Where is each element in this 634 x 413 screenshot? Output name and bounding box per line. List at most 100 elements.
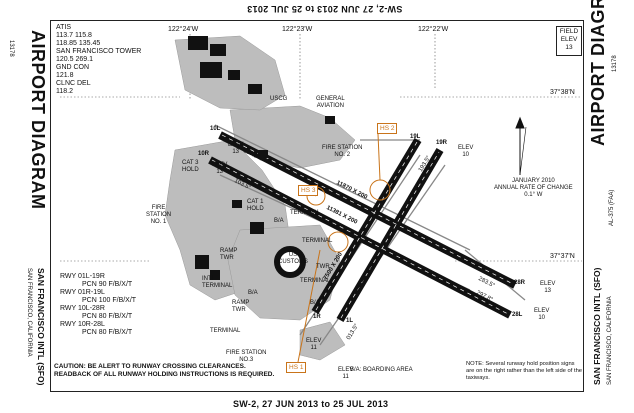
elev-b-label: ELEV: [458, 145, 474, 151]
label-ramp-twr-2: RAMP TWR: [232, 300, 249, 314]
lon-3: 122°22'W: [418, 26, 449, 33]
note-block: NOTE: Several runway hold position signs…: [466, 361, 583, 381]
tower-label: SAN FRANCISCO TOWER: [56, 48, 142, 55]
bottom-caption: SW-2, 27 JUN 2013 to 25 JUL 2013: [233, 399, 389, 409]
building-5: [248, 84, 262, 94]
label-twr: TWR: [316, 264, 330, 270]
elev-f-value: 13: [544, 288, 552, 294]
fire-station-1-line1: FIRE: [151, 205, 166, 211]
label-ba-2: B/A: [248, 290, 258, 296]
intl-terminal-line2: TERMINAL: [202, 283, 233, 289]
label-cat1-hold: CAT 1 HOLD: [247, 199, 264, 213]
runway-info-block: RWY 01L-19R PCN 90 F/B/X/T RWY 01R-19L P…: [60, 273, 136, 337]
magvar-line1: JANUARY 2010: [511, 178, 555, 184]
rwy-label-28l: 28L: [512, 312, 523, 318]
fire-station-3-line2: NO.3: [239, 357, 254, 363]
hs1-circle: [327, 231, 349, 253]
field-elev-line2: ELEV: [560, 36, 578, 43]
ramp-twr-2-line2: TWR: [232, 307, 246, 313]
label-ba-legend: B/A: BOARDING AREA: [350, 367, 413, 373]
lat-2: 37°37'N: [550, 253, 575, 260]
building-11: [258, 150, 268, 158]
elev-e-label: ELEV: [338, 367, 354, 373]
elev-c-value: 13: [216, 169, 224, 175]
rwy-label-19l: 19L: [410, 134, 421, 140]
cat3-line1: CAT 3: [182, 160, 199, 166]
general-aviation-line1: GENERAL: [316, 96, 345, 102]
hot-spot-hs1: HS 1: [286, 362, 307, 373]
general-aviation-line2: AVIATION: [316, 103, 344, 109]
pcn-info-2: PCN 100 F/B/X/T: [82, 297, 137, 304]
clnc-label: CLNC DEL: [56, 80, 91, 87]
rwy-label-19r: 19R: [436, 140, 448, 146]
label-intl-terminal: INTL TERMINAL: [202, 276, 232, 290]
rwy-label-10r: 10R: [198, 151, 210, 157]
cat1-line2: HOLD: [247, 206, 264, 212]
building-6: [325, 116, 335, 124]
label-ba-3: B/A: [310, 300, 320, 306]
buildings: [188, 36, 335, 280]
label-us-customs: US CUSTOMS: [278, 252, 308, 266]
pcn-info-3: PCN 80 F/B/X/T: [82, 313, 133, 320]
fire-station-1-line3: NO. 1: [150, 219, 167, 225]
rwy-label-28r: 28R: [514, 280, 526, 286]
building-9: [250, 222, 264, 234]
runway-centerlines: [211, 134, 514, 319]
taxiway-a: [214, 124, 471, 251]
building-2: [210, 44, 226, 56]
hs2-leader: [377, 133, 381, 181]
atis-freq-1: 113.7 115.8: [56, 32, 92, 39]
field-elevation-box: FIELD ELEV 13: [556, 26, 582, 56]
building-7: [195, 255, 209, 269]
building-3: [200, 62, 222, 78]
atis-label: ATIS: [56, 24, 72, 31]
building-1: [188, 36, 208, 50]
caution-line1: CAUTION: BE ALERT TO RUNWAY CROSSING CLE…: [54, 363, 246, 370]
pcn-info-4: PCN 80 F/B/X/T: [82, 329, 133, 336]
building-4: [228, 70, 240, 80]
freq-block: ATIS 113.7 115.8 118.85 135.45 SAN FRANC…: [56, 24, 141, 96]
fire-station-3-line1: FIRE STATION: [226, 350, 267, 356]
label-cat3-hold: CAT 3 HOLD: [182, 160, 199, 174]
tower-freq: 120.5 269.1: [56, 56, 93, 63]
magvar-line3: 0.1° W: [524, 192, 543, 198]
label-uscg: USCG: [270, 96, 288, 102]
gnd-label: GND CON: [56, 64, 90, 71]
lat-1: 37°38'N: [550, 89, 575, 96]
rwy-label-1l: 1L: [346, 318, 354, 324]
caution-line2: READBACK OF ALL RUNWAY HOLDING INSTRUCTI…: [54, 371, 275, 378]
elev-a-value: 13: [232, 149, 240, 155]
building-8: [210, 270, 220, 280]
cat1-line1: CAT 1: [247, 199, 264, 205]
label-terminal-3: TERMINAL: [300, 278, 331, 284]
rwy-label-10l: 10L: [210, 126, 221, 132]
elev-e-value: 11: [342, 374, 349, 380]
elev-d-label: ELEV: [306, 338, 322, 344]
building-10: [232, 200, 242, 208]
atis-freq-2: 118.85 135.45: [56, 40, 101, 47]
cat3-line2: HOLD: [182, 167, 199, 173]
north-arrow: [515, 116, 527, 176]
ramp-twr-2-line1: RAMP: [232, 300, 250, 306]
lon-1: 122°24'W: [168, 26, 199, 33]
rwy-info-4: RWY 10R-28L: [60, 321, 105, 328]
us-customs-line2: CUSTOMS: [278, 259, 308, 265]
hot-spot-circles: [297, 133, 391, 363]
rwy-info-3: RWY 10L-28R: [60, 305, 105, 312]
rwy-info-2: RWY 01R-19L: [60, 289, 105, 296]
elev-d-value: 11: [310, 345, 317, 351]
field-elev-value: 13: [565, 44, 573, 51]
elev-a-label: ELEV: [228, 142, 244, 148]
elev-c-label: ELEV: [212, 162, 228, 168]
label-terminal-1: TERMINAL: [302, 238, 333, 244]
rwy-info-1: RWY 01L-19R: [60, 273, 105, 280]
label-general-aviation: GENERAL AVIATION: [316, 96, 345, 110]
